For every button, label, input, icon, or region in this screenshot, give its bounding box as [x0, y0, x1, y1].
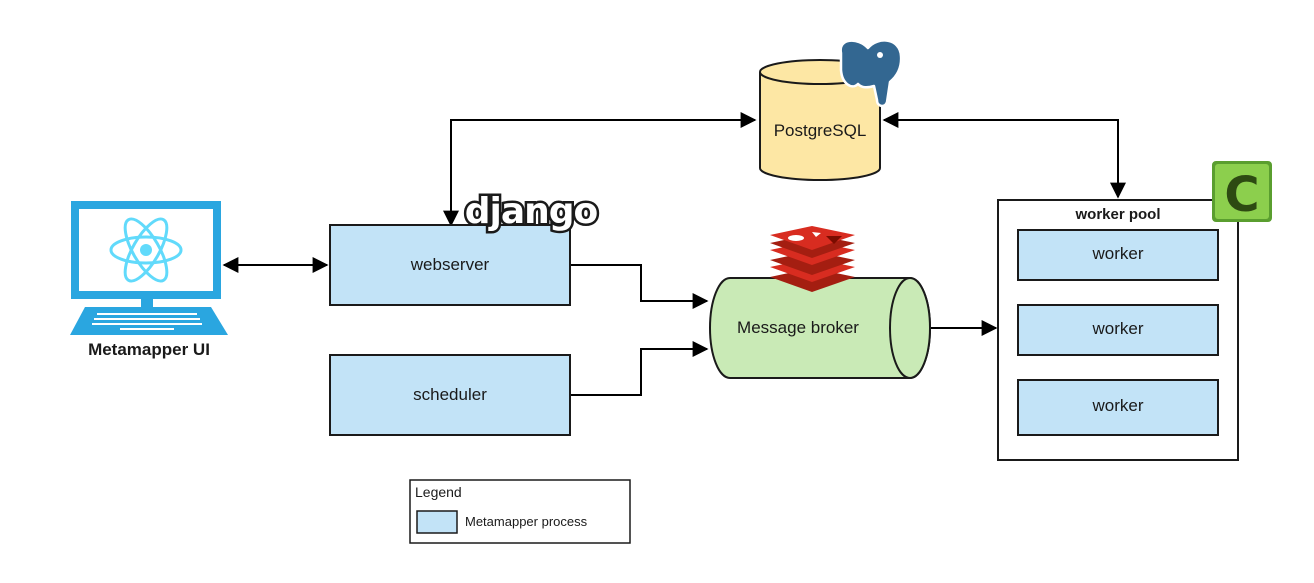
celery-icon: C	[1212, 161, 1272, 223]
legend-item-label: Metamapper process	[465, 514, 588, 529]
message-broker-node: Message broker	[709, 277, 931, 379]
scheduler-label: scheduler	[413, 385, 487, 404]
postgres-elephant-icon	[839, 39, 903, 108]
worker-pool: worker pool worker worker worker	[997, 199, 1239, 461]
webserver-label: webserver	[410, 255, 490, 274]
celery-logo-letter: C	[1224, 167, 1259, 223]
django-logo: django	[465, 191, 598, 232]
edge-postgres-workerpool	[882, 112, 1126, 199]
legend-title: Legend	[415, 484, 462, 500]
legend: Legend Metamapper process	[409, 479, 631, 544]
edge-scheduler-broker	[571, 341, 709, 396]
worker-label: worker	[1091, 244, 1143, 263]
redis-icon	[770, 226, 855, 292]
legend-swatch	[416, 510, 458, 534]
message-broker-label: Message broker	[737, 318, 859, 337]
worker-label: worker	[1091, 319, 1143, 338]
laptop-react-icon	[70, 201, 228, 335]
postgresql-label: PostgreSQL	[774, 121, 867, 140]
metamapper-ui: Metamapper UI	[70, 201, 228, 359]
ui-label: Metamapper UI	[88, 340, 210, 359]
edge-webserver-postgres	[443, 112, 757, 227]
scheduler-node: scheduler	[329, 354, 571, 436]
edges	[222, 112, 1126, 396]
worker-pool-label: worker pool	[1074, 206, 1160, 223]
edge-webserver-broker	[571, 264, 709, 309]
worker-label: worker	[1091, 396, 1143, 415]
webserver-node: webserver	[329, 224, 571, 306]
